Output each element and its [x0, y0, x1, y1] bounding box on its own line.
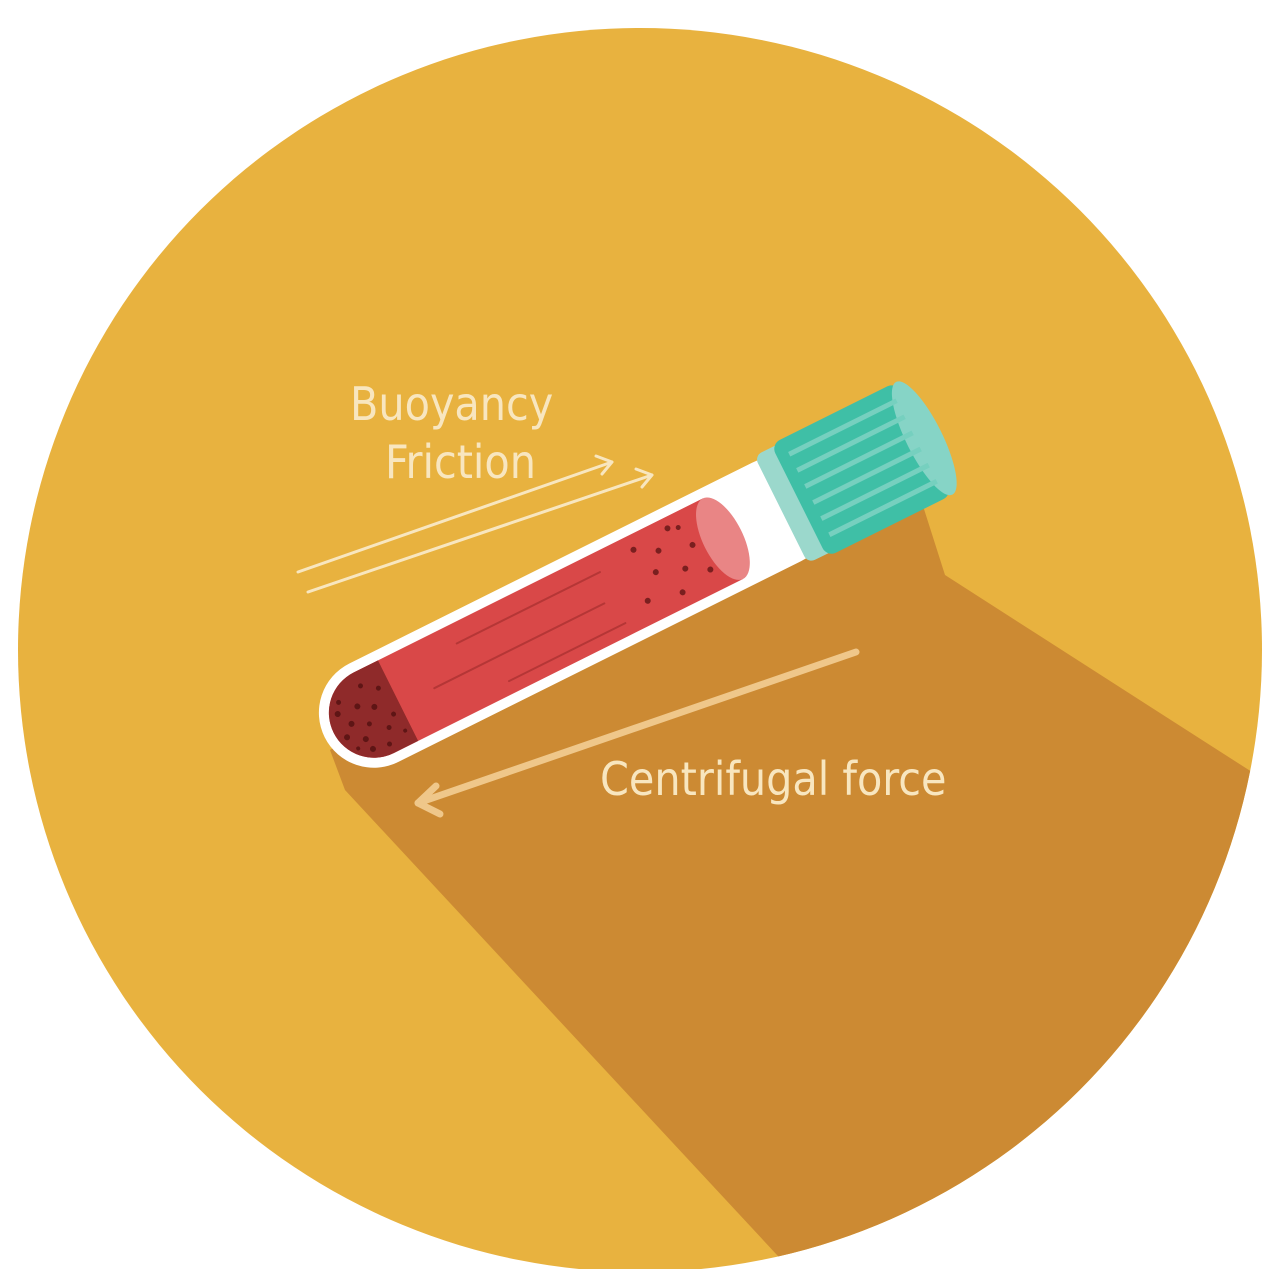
buoyancy-label: Buoyancy	[350, 377, 553, 431]
centrifugal-force-label: Centrifugal force	[600, 752, 946, 806]
friction-label: Friction	[385, 435, 536, 489]
